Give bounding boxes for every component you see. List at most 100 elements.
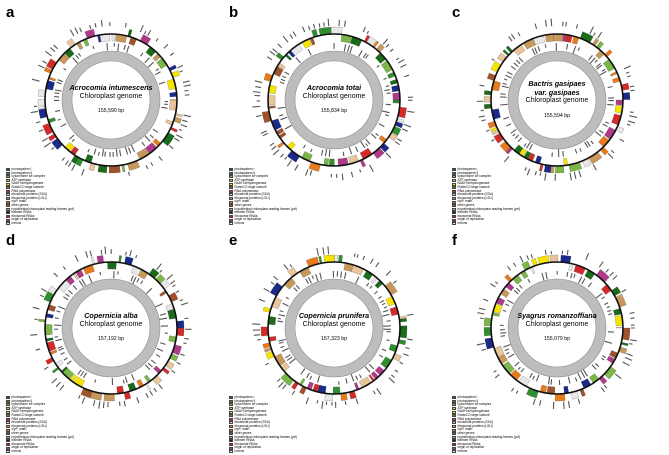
legend-swatch xyxy=(452,211,456,215)
legend-entry: hypothetical chloroplast reading frames … xyxy=(452,435,520,440)
legend-entry: ATP synthase xyxy=(452,406,520,411)
gene-label-mark xyxy=(101,149,105,157)
legend-label: ribosomal proteins (SSU) xyxy=(457,420,494,425)
gene-label-mark xyxy=(379,299,385,304)
gene-label-mark xyxy=(30,110,38,114)
legend-label: ribosomal proteins (LSU) xyxy=(234,423,270,428)
legend-label: hypothetical chloroplast reading frames … xyxy=(457,206,521,211)
genome-ring xyxy=(44,261,178,395)
legend-label: RNA polymerase xyxy=(11,188,36,193)
gene-label-mark xyxy=(283,264,289,271)
gene-label-mark xyxy=(159,269,163,273)
gene-label-mark xyxy=(520,367,525,373)
gene-label-mark xyxy=(74,255,79,262)
legend-swatch xyxy=(452,215,456,219)
gene-label-mark xyxy=(286,356,293,361)
gene-label-mark xyxy=(256,338,261,341)
circular-genome-map xyxy=(252,246,414,409)
gene-label-mark xyxy=(373,290,378,295)
legend-label: origin of replication xyxy=(234,217,262,222)
legend-swatch xyxy=(452,417,456,421)
gene-label-mark xyxy=(180,353,185,357)
legend-entry: ribosomal proteins (LSU) xyxy=(6,196,74,201)
legend-entry: clpP, matK xyxy=(452,428,520,432)
legend-swatch xyxy=(229,439,233,443)
gene-label-mark xyxy=(123,400,126,407)
gene-label-mark xyxy=(602,355,606,359)
gene-label-mark xyxy=(54,92,60,94)
gene-label-mark xyxy=(65,160,69,166)
legend-label: transfer RNAs xyxy=(234,438,255,443)
gene-label-mark xyxy=(130,144,136,153)
gene-label-mark xyxy=(577,372,582,380)
legend-label: clpP, matK xyxy=(457,199,473,204)
gene-label-mark xyxy=(512,133,516,137)
gene-label-mark xyxy=(607,103,614,106)
gene-label-mark xyxy=(181,302,189,306)
gene-label-mark xyxy=(586,140,591,147)
legend-swatch xyxy=(452,435,456,439)
gene-label-mark xyxy=(607,153,614,159)
legend-label: ATP synthase xyxy=(234,177,255,182)
gene-block xyxy=(550,165,555,174)
gene-label-mark xyxy=(56,81,62,85)
legend-entry: RubisCO large subunit xyxy=(6,413,74,418)
legend-swatch xyxy=(452,207,456,211)
gene-label-mark xyxy=(94,23,97,28)
gene-label-mark xyxy=(623,65,631,70)
gene-label-mark xyxy=(122,379,125,384)
gene-label-mark xyxy=(159,342,166,345)
legend-entry: RubisCO large subunit xyxy=(6,185,74,190)
gene-label-mark xyxy=(62,266,67,270)
gene-label-mark xyxy=(170,280,176,285)
legend-label: hypothetical chloroplast reading frames … xyxy=(234,206,298,211)
gene-label-mark xyxy=(119,149,122,157)
genome-size: 155,590 bp xyxy=(98,108,124,114)
gene-label-mark xyxy=(175,290,180,293)
gene-label-mark xyxy=(587,282,593,288)
gene-label-mark xyxy=(54,89,62,92)
legend-swatch xyxy=(229,414,233,418)
legend-swatch xyxy=(229,403,233,407)
legend-entry: photosystem II xyxy=(229,399,297,404)
gc-content-ring xyxy=(62,51,160,149)
genome-subtitle: Chloroplast genome xyxy=(525,320,589,328)
legend-swatch xyxy=(229,218,233,222)
gene-label-mark xyxy=(350,171,354,178)
inner-circle xyxy=(517,60,597,140)
gene-label-mark xyxy=(359,169,362,173)
gene-label-mark xyxy=(394,369,399,373)
gene-label-mark xyxy=(505,352,510,355)
legend-swatch xyxy=(229,189,233,193)
legend-label: other genes xyxy=(11,202,29,207)
gc-ring-outline xyxy=(507,278,607,378)
gene-label-mark xyxy=(98,401,101,409)
gene-label-mark xyxy=(572,45,577,54)
legend-swatch xyxy=(229,450,233,454)
gene-label-mark xyxy=(124,22,127,28)
legend-swatch xyxy=(229,446,233,450)
gene-label-mark xyxy=(353,253,356,257)
gene-label-mark xyxy=(593,32,596,36)
gene-label-mark xyxy=(51,378,58,384)
gene-label-mark xyxy=(581,278,586,285)
gene-label-mark xyxy=(284,156,288,160)
gene-label-mark xyxy=(381,313,390,317)
gene-label-mark xyxy=(567,376,571,384)
gene-label-mark xyxy=(31,78,40,82)
gene-label-mark xyxy=(502,82,507,86)
gene-label-mark xyxy=(582,369,588,377)
legend-entry: ribosomal proteins (SSU) xyxy=(229,193,297,197)
panel-letter: b xyxy=(229,4,239,21)
gene-label-mark xyxy=(318,23,321,28)
legend-entry: ribosomal proteins (LSU) xyxy=(452,424,520,429)
gene-label-mark xyxy=(307,276,312,284)
gene-label-mark xyxy=(83,372,87,379)
legend-entry: NADH dehydrogenase xyxy=(6,182,74,186)
gene-label-mark xyxy=(624,356,633,361)
gene-label-mark xyxy=(532,398,536,405)
legend-entry: ATP synthase xyxy=(229,177,297,183)
gene-label-mark xyxy=(97,152,100,156)
